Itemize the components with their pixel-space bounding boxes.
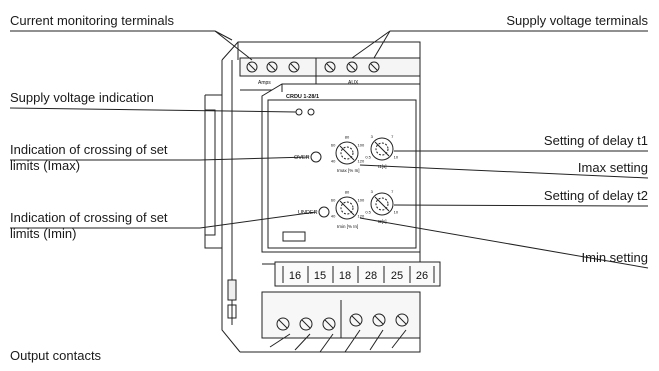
aux-label: AUX [348,80,359,86]
t2-dial [370,192,394,216]
imax-scale-label: 80 [345,135,350,140]
imin-scale-label: 60 [331,198,336,203]
t1-scale-label: 7 [391,134,394,139]
imin-scale-label: 40 [331,214,336,219]
supply-voltage-indication-label: Supply voltage indication [10,90,154,105]
t1-scale-label: 3 [371,134,374,139]
t2-scale-label: 0.5 [365,210,371,215]
terminal-number: 25 [391,270,403,282]
terminal-number: 18 [339,270,351,282]
imin-dial-caption: Imin [% In] [337,224,358,229]
terminal-number: 28 [365,270,377,282]
imax-dial-caption: Imax [% In] [337,168,360,173]
t1-dial-caption: t1[s] [378,164,387,169]
t2-scale-label: 7 [391,189,394,194]
over-label: OVER [294,155,310,161]
supply-voltage-terminals-label: Supply voltage terminals [506,13,648,28]
imin-indication-line-1: Indication of crossing of set [10,210,168,225]
terminal-number: 15 [314,270,326,282]
imax-dial [335,141,359,165]
under-label: UNDER [298,210,318,216]
output-terminal-strip [262,251,441,287]
imax-setting-label: Imax setting [577,160,648,175]
amps-label: Amps [258,80,271,86]
imin-scale-label: 120 [358,214,365,219]
leader-lines [9,30,649,353]
t2-scale-label: 10 [394,210,399,215]
delay-t2-label: Setting of delay t2 [543,188,648,203]
imin-scale-label: 100 [358,198,365,203]
output-contacts-label: Output contacts [10,348,102,363]
imax-indication-label: Indication of crossing of set limits (Im… [10,142,168,174]
model-label: CRDU 1-28/1 [286,94,319,100]
imax-scale-label: 60 [331,143,336,148]
imin-scale-label: 80 [345,190,350,195]
t1-scale-label: 0.5 [365,155,371,160]
imin-dial [335,196,359,220]
output-terminal-numbers: 16 15 18 28 25 26 [289,270,428,282]
imax-indication-line-2: limits (Imax) [10,158,81,173]
terminal-number: 26 [416,270,428,282]
t2-scale-label: 3 [371,189,374,194]
imax-scale-label: 120 [358,159,365,164]
lower-screw-block [261,291,421,339]
imax-scale-label: 100 [358,143,365,148]
imin-indication-line-2: limits (Imin) [10,226,77,241]
imax-scale-label: 40 [331,159,336,164]
upper-terminal-block [239,57,421,91]
imax-indication-line-1: Indication of crossing of set [10,142,168,157]
current-monitoring-terminals-label: Current monitoring terminals [10,13,175,28]
module-housing [204,41,421,353]
t1-scale-label: 10 [394,155,399,160]
imin-setting-label: Imin setting [581,250,648,265]
t1-dial [370,137,394,161]
t2-dial-caption: t2[s] [378,219,387,224]
imin-indication-label: Indication of crossing of set limits (Im… [10,210,168,242]
delay-t1-label: Setting of delay t1 [543,133,648,148]
terminal-number: 16 [289,270,301,282]
